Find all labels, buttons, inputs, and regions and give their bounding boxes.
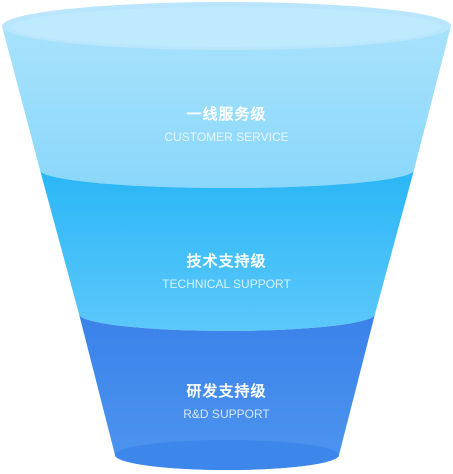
tier-3-label: 研发支持级 R&D SUPPORT xyxy=(0,381,453,422)
funnel-bottom-ellipse xyxy=(115,440,339,470)
tier-2-title: 技术支持级 xyxy=(186,252,267,270)
funnel-tier-2 xyxy=(40,170,414,331)
tier-1-subtitle: CUSTOMER SERVICE xyxy=(164,130,289,144)
tier-3-title: 研发支持级 xyxy=(186,382,267,400)
funnel-tier-3 xyxy=(79,314,375,470)
funnel-top-rim-inner xyxy=(11,7,442,47)
funnel-tier-1 xyxy=(2,26,451,188)
tier-1-label: 一线服务级 CUSTOMER SERVICE xyxy=(0,104,453,145)
tier-2-label: 技术支持级 TECHNICAL SUPPORT xyxy=(0,251,453,292)
tier-2-subtitle: TECHNICAL SUPPORT xyxy=(162,277,291,291)
tier-3-subtitle: R&D SUPPORT xyxy=(183,407,270,421)
tier-1-title: 一线服务级 xyxy=(186,105,267,123)
